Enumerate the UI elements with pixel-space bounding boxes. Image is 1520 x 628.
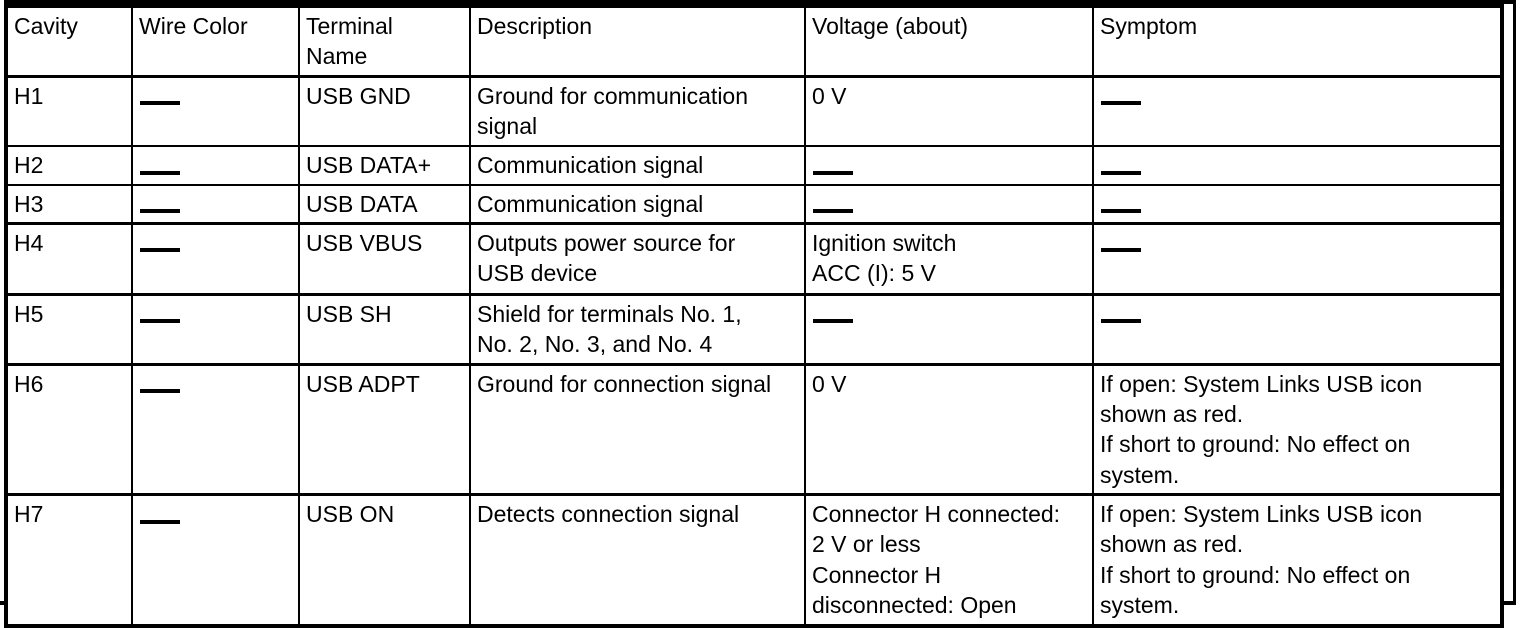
dash-mark-icon: [1101, 248, 1141, 253]
cell-cavity: H1: [5, 74, 133, 148]
cell-cavity: H2: [5, 145, 133, 186]
dash-mark-icon: [1101, 170, 1141, 175]
cell-description: Communication signal: [469, 145, 806, 186]
table-row: H6 USB ADPT Ground for connection signal…: [5, 362, 1503, 496]
table-header-row: Cavity Wire Color Terminal Name Descript…: [5, 4, 1503, 78]
cell-wire-color: [131, 145, 300, 186]
table-row: H2 USB DATA+ Communication signal: [5, 145, 1503, 186]
cell-description: Shield for terminals No. 1, No. 2, No. 3…: [469, 292, 806, 366]
dash-mark-icon: [140, 389, 180, 394]
connector-terminal-table: Cavity Wire Color Terminal Name Descript…: [4, 4, 1504, 628]
cell-voltage: 0 V: [804, 74, 1094, 148]
dash-mark-icon: [140, 209, 180, 213]
dash-mark-icon: [1101, 319, 1141, 324]
column-header-cavity-label: Cavity: [14, 13, 78, 39]
cell-terminal-name: USB DATA: [298, 183, 471, 225]
column-header-description-label: Description: [477, 13, 593, 39]
cell-symptom: [1092, 145, 1503, 186]
frame-top-rule: [4, 0, 1513, 4]
cell-symptom: [1092, 221, 1503, 296]
table-row: H1 USB GND Ground for communication sign…: [5, 74, 1503, 148]
cell-cavity: H5: [5, 292, 133, 366]
column-header-wire-color: Wire Color: [131, 4, 300, 78]
column-header-cavity: Cavity: [5, 4, 133, 78]
cell-description: Communication signal: [469, 183, 806, 225]
cell-wire-color: [131, 362, 300, 496]
column-header-terminal-name-label: Terminal Name: [306, 13, 393, 70]
cell-symptom: If open: System Links USB icon shown as …: [1092, 362, 1503, 496]
table-row: H7 USB ON Detects connection signal Conn…: [5, 493, 1503, 627]
cell-voltage: Ignition switch ACC (I): 5 V: [804, 221, 1094, 296]
cell-terminal-name: USB ON: [298, 493, 471, 627]
cell-terminal-name: USB VBUS: [298, 221, 471, 296]
dash-mark-icon: [813, 319, 853, 324]
cell-wire-color: [131, 292, 300, 366]
cell-terminal-name: USB GND: [298, 74, 471, 148]
dash-mark-icon: [140, 101, 180, 106]
table-header: Cavity Wire Color Terminal Name Descript…: [5, 4, 1503, 78]
dash-mark-icon: [140, 248, 180, 253]
dash-mark-icon: [813, 170, 853, 175]
dash-mark-icon: [140, 319, 180, 324]
table-row: H5 USB SH Shield for terminals No. 1, No…: [5, 292, 1503, 366]
cell-voltage: [804, 183, 1094, 225]
column-header-wire-color-label: Wire Color: [139, 13, 248, 39]
cell-description: Outputs power source for USB device: [469, 221, 806, 296]
table-body: H1 USB GND Ground for communication sign…: [5, 74, 1503, 627]
cell-voltage: [804, 145, 1094, 186]
cell-description: Detects connection signal: [469, 493, 806, 627]
dash-mark-icon: [140, 519, 180, 524]
cell-wire-color: [131, 493, 300, 627]
cell-terminal-name: USB ADPT: [298, 362, 471, 496]
cell-description: Ground for connection signal: [469, 362, 806, 496]
cell-description: Ground for communication signal: [469, 74, 806, 148]
column-header-symptom: Symptom: [1092, 4, 1503, 78]
cell-voltage: Connector H connected: 2 V or less Conne…: [804, 493, 1094, 627]
connector-terminal-table-frame: Cavity Wire Color Terminal Name Descript…: [4, 4, 1504, 628]
dash-mark-icon: [140, 170, 180, 175]
dash-mark-icon: [1101, 101, 1141, 106]
column-header-voltage: Voltage (about): [804, 4, 1094, 78]
column-header-voltage-label: Voltage (about): [812, 13, 969, 39]
cell-cavity: H4: [5, 221, 133, 296]
cell-voltage: [804, 292, 1094, 366]
dash-mark-icon: [1101, 209, 1141, 213]
dash-mark-icon: [813, 209, 853, 213]
cell-symptom: [1092, 292, 1503, 366]
column-header-symptom-label: Symptom: [1100, 13, 1198, 39]
cell-wire-color: [131, 221, 300, 296]
table-row: H3 USB DATA Communication signal: [5, 183, 1503, 225]
cell-cavity: H3: [5, 183, 133, 225]
cell-cavity: H6: [5, 362, 133, 496]
cell-cavity: H7: [5, 493, 133, 627]
cell-wire-color: [131, 74, 300, 148]
frame-right-rule: [1513, 0, 1516, 604]
column-header-terminal-name: Terminal Name: [298, 4, 471, 78]
cell-voltage: 0 V: [804, 362, 1094, 496]
cell-symptom: [1092, 74, 1503, 148]
cell-wire-color: [131, 183, 300, 225]
cell-symptom: If open: System Links USB icon shown as …: [1092, 493, 1503, 627]
table-row: H4 USB VBUS Outputs power source for USB…: [5, 221, 1503, 296]
column-header-description: Description: [469, 4, 806, 78]
cell-symptom: [1092, 183, 1503, 225]
cell-terminal-name: USB SH: [298, 292, 471, 366]
cell-terminal-name: USB DATA+: [298, 145, 471, 186]
